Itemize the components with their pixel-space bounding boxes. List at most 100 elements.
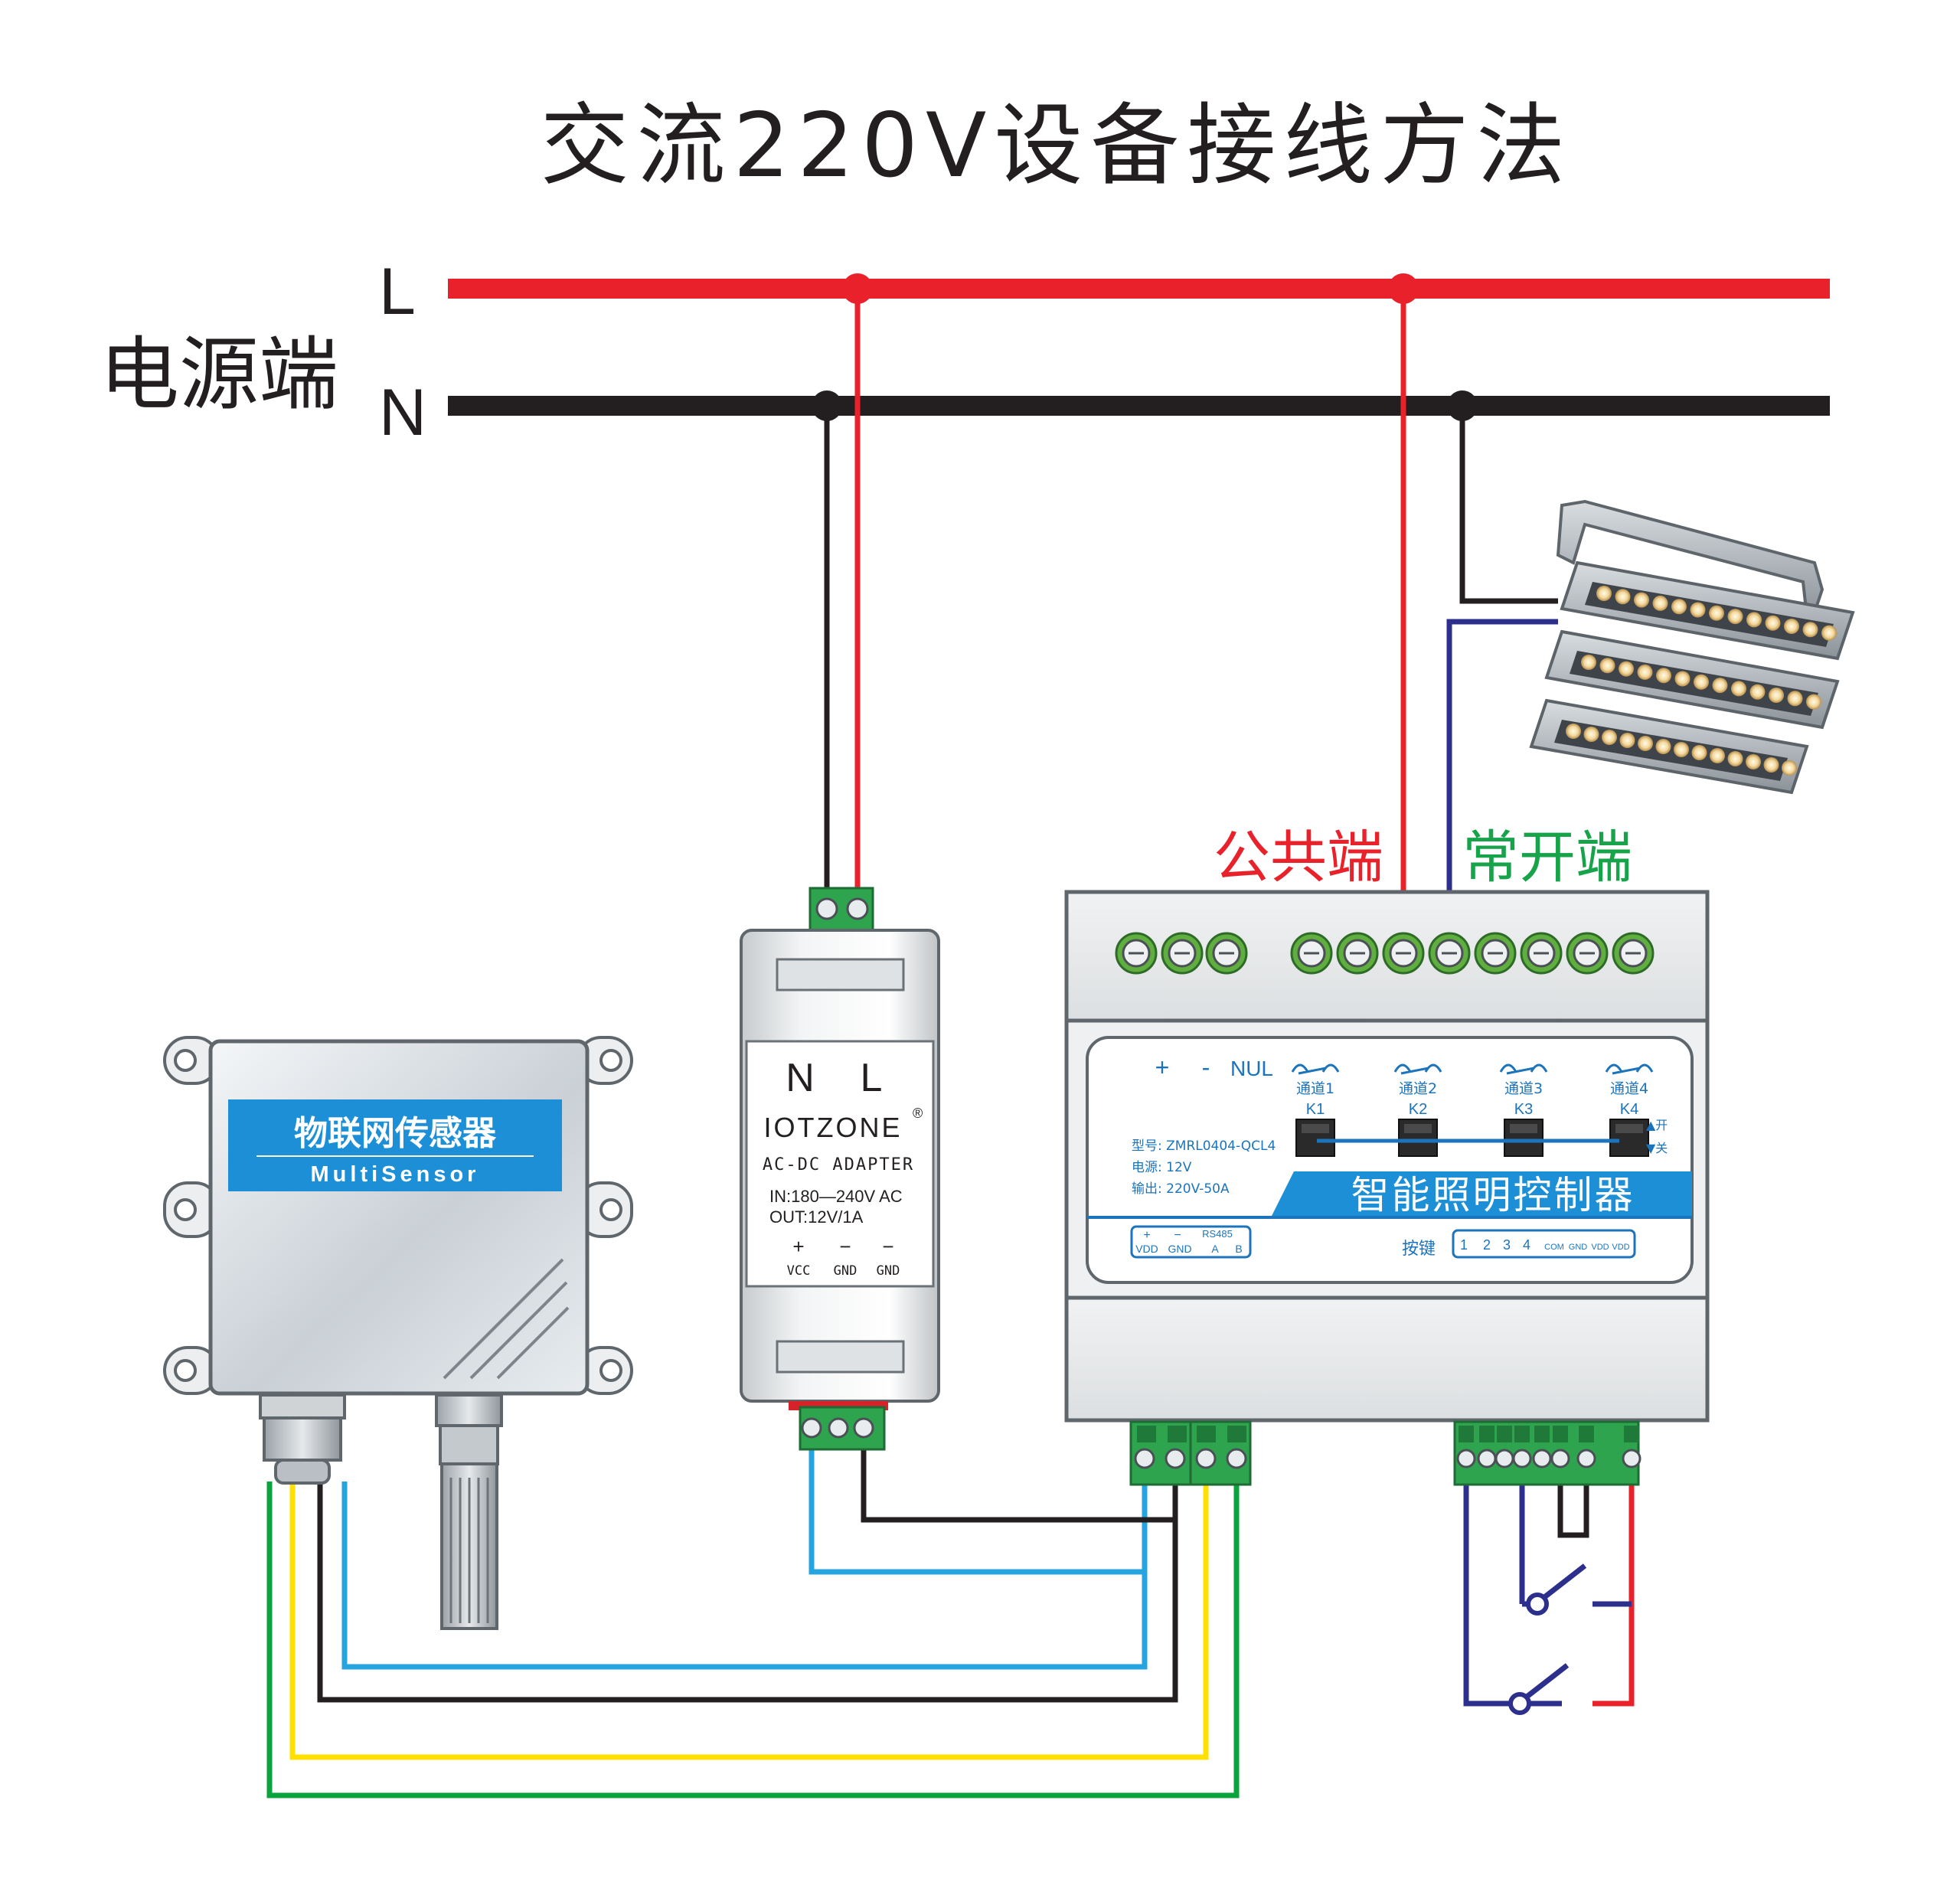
led-chip	[1674, 742, 1689, 757]
relay-symbol-icon	[1291, 1063, 1340, 1075]
key-terminal-screw	[1477, 1449, 1497, 1468]
led-chip	[1709, 605, 1724, 621]
switch-contact	[1526, 1593, 1549, 1615]
led-chip	[1712, 678, 1728, 694]
terminal-slot	[1579, 1426, 1594, 1442]
led-chip	[1727, 609, 1743, 625]
adapter-out-pin: GND	[834, 1263, 858, 1279]
led-chip	[1821, 625, 1837, 641]
adapter-brand: IOTZONE	[764, 1112, 903, 1143]
adapter-out-sign: +	[792, 1235, 804, 1258]
normally-open-terminal-label: 常开端	[1462, 825, 1632, 890]
controller-bottom-section	[1064, 1295, 1710, 1423]
relay-screw-terminals	[1115, 932, 1655, 975]
sensor-housing	[208, 1039, 590, 1396]
led-chip	[1634, 592, 1649, 608]
supply-minus-label: -	[1202, 1054, 1210, 1081]
led-chip	[1655, 739, 1671, 754]
led-chip	[1602, 730, 1617, 745]
sensor-label-banner	[228, 1099, 562, 1191]
key-terminal-screw	[1512, 1449, 1532, 1468]
switch-lever	[1541, 1563, 1587, 1600]
key-pin-label: 1	[1460, 1237, 1468, 1253]
led-chip	[1674, 671, 1690, 687]
common-terminal-label: 公共端	[1214, 825, 1383, 890]
key-pin-label: COM	[1544, 1243, 1564, 1252]
adapter-out-sign: −	[882, 1235, 893, 1258]
adapter-input-terminal	[808, 887, 874, 932]
channel-name: 通道1	[1296, 1080, 1334, 1097]
led-chip	[1596, 586, 1612, 601]
key-pin-label: VDD	[1612, 1243, 1629, 1252]
led-chip	[1638, 736, 1653, 751]
terminal-slot	[1459, 1426, 1474, 1442]
wire-no-to-lamp	[1446, 619, 1558, 947]
led-chip	[1652, 595, 1668, 611]
led-chip	[1694, 674, 1709, 690]
adapter-input-spec: IN:180—240V AC	[769, 1187, 903, 1206]
adapter-output-spec: OUT:12V/1A	[769, 1207, 864, 1227]
sensor-probe	[435, 1393, 503, 1630]
key-pin-label: VDD	[1591, 1243, 1609, 1252]
rs485-pin-a: A	[1211, 1243, 1219, 1255]
key-terminal-screw	[1550, 1449, 1570, 1468]
terminal-slot	[1534, 1426, 1550, 1442]
led-chip	[1671, 599, 1687, 615]
line-l-label: L	[379, 255, 416, 328]
relay-symbol-icon	[1605, 1063, 1654, 1075]
page-title: 交流220V设备接线方法	[541, 94, 1573, 198]
channel-key-label: K3	[1514, 1101, 1533, 1118]
housing-vent-lines	[443, 1258, 570, 1380]
supply-plus-label: +	[1155, 1054, 1170, 1081]
terminal-slot	[1479, 1426, 1494, 1442]
keys-label: 按键	[1402, 1240, 1436, 1259]
key-terminal-screw	[1456, 1449, 1476, 1468]
key-pin-label: GND	[1569, 1243, 1588, 1252]
wire-key-gnd	[1557, 1459, 1589, 1538]
rs485-terminal-blocks	[1129, 1420, 1252, 1486]
key-pin-label: 4	[1523, 1237, 1530, 1253]
led-chip	[1765, 615, 1781, 631]
led-chip	[1784, 619, 1799, 634]
output-spec: 输出: 220V-50A	[1132, 1181, 1230, 1197]
live-rail-l	[448, 279, 1830, 299]
adapter-type: AC-DC ADAPTER	[763, 1155, 914, 1174]
led-chip	[1746, 754, 1761, 769]
led-chip	[1802, 622, 1818, 638]
adapter-out-sign: −	[839, 1235, 851, 1258]
led-chip	[1782, 760, 1797, 776]
led-chip	[1656, 668, 1671, 684]
wire-adapter-gnd	[861, 1426, 1178, 1523]
led-chip	[1599, 658, 1615, 674]
channel-name: 通道2	[1399, 1080, 1437, 1097]
wire-sensor-b	[266, 1459, 1240, 1798]
rs485-label: RS485	[1202, 1228, 1233, 1240]
line-n-label: N	[379, 376, 426, 449]
ac-dc-adapter: N L IOTZONE ® AC-DC ADAPTER IN:180—240V …	[740, 887, 940, 1451]
product-name-banner	[1271, 1171, 1692, 1217]
power-spec: 电源: 12V	[1132, 1160, 1192, 1175]
wire-sensor-a	[289, 1459, 1209, 1760]
channel-name: 通道4	[1610, 1080, 1648, 1097]
wire-adapter-vcc	[808, 1426, 1148, 1575]
channel-key-label: K4	[1620, 1101, 1638, 1118]
led-chip	[1619, 733, 1635, 748]
led-chip	[1637, 664, 1653, 680]
adapter-bottom-window	[776, 1340, 905, 1374]
rs485-sign: −	[1174, 1229, 1181, 1242]
sensor-name-en: MultiSensor	[311, 1162, 480, 1187]
led-chip	[1746, 612, 1762, 628]
led-chip	[1806, 694, 1821, 710]
switch-on-label: ▲开	[1646, 1118, 1668, 1132]
rs485-pin-vdd: VDD	[1135, 1243, 1158, 1255]
led-chip	[1731, 681, 1746, 697]
button-highlight	[1302, 1124, 1329, 1133]
led-chip	[1769, 688, 1784, 703]
button-highlight	[1615, 1124, 1643, 1133]
key-pin-label: 2	[1483, 1237, 1491, 1253]
switch-contact	[1508, 1692, 1531, 1715]
key-terminal-screw	[1532, 1449, 1552, 1468]
